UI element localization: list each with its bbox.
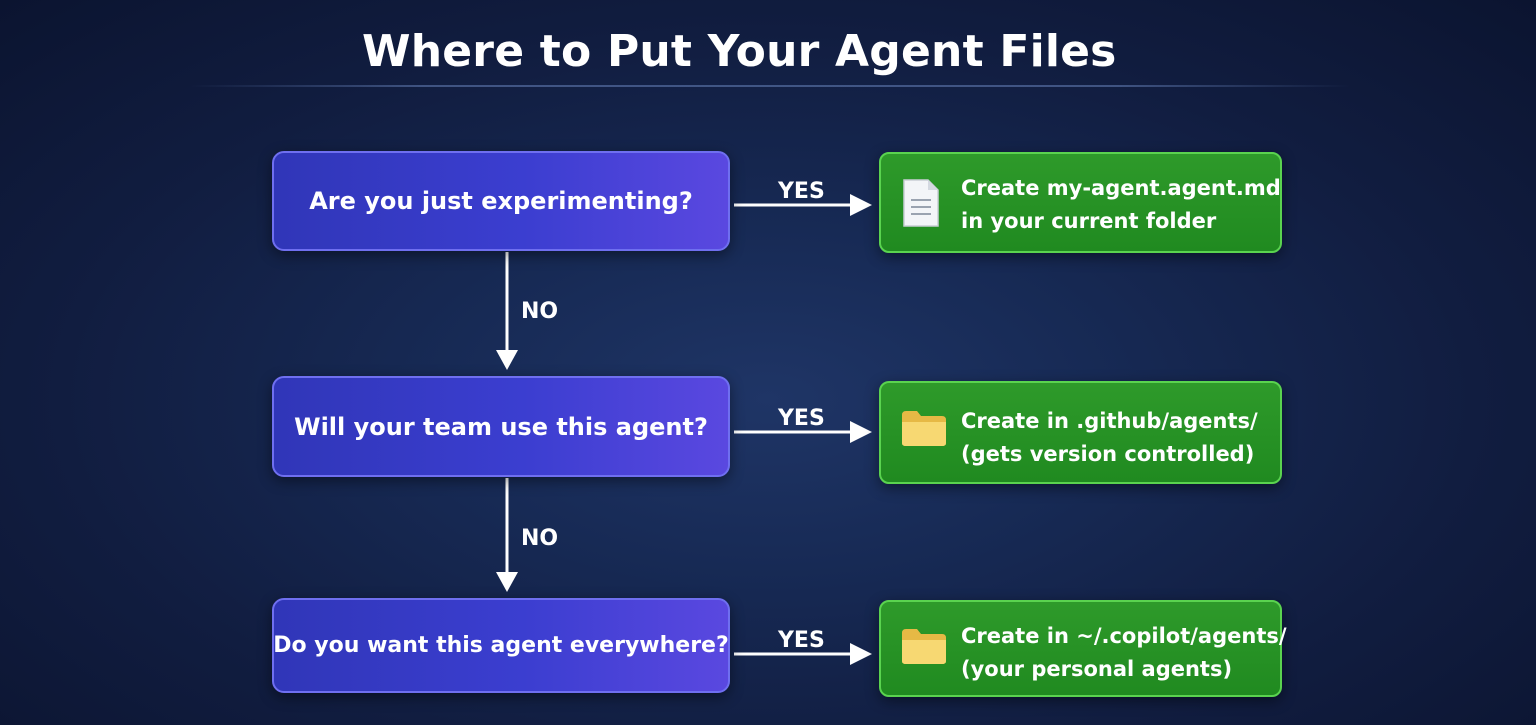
yes-arrow-2: [734, 421, 872, 443]
result-box-current-folder: Create my-agent.agent.md in your current…: [879, 152, 1282, 253]
page-title: Where to Put Your Agent Files: [362, 26, 1117, 77]
result-line-1: Create my-agent.agent.md: [961, 176, 1281, 200]
result-box-github-agents: Create in .github/agents/ (gets version …: [879, 381, 1282, 484]
yes-arrow-3: [734, 643, 872, 665]
question-box-experimenting: Are you just experimenting?: [272, 151, 730, 251]
folder-icon: [901, 409, 947, 451]
result-box-copilot-agents: Create in ~/.copilot/agents/ (your perso…: [879, 600, 1287, 697]
question-text: Do you want this agent everywhere?: [273, 633, 729, 658]
yes-arrow-1: [734, 194, 872, 216]
yes-label: YES: [778, 628, 825, 653]
yes-label: YES: [778, 406, 825, 431]
question-box-everywhere: Do you want this agent everywhere?: [272, 598, 730, 693]
result-line-2: (gets version controlled): [961, 442, 1255, 466]
result-line-1: Create in ~/.copilot/agents/: [961, 624, 1287, 648]
question-box-team: Will your team use this agent?: [272, 376, 730, 477]
result-line-1: Create in .github/agents/: [961, 409, 1258, 433]
question-text: Are you just experimenting?: [309, 187, 693, 215]
result-line-2: in your current folder: [961, 209, 1217, 233]
question-text: Will your team use this agent?: [294, 412, 708, 441]
no-label: NO: [521, 526, 559, 551]
no-arrow-1: [496, 252, 518, 370]
no-arrow-2: [496, 478, 518, 592]
title-divider: [190, 85, 1350, 87]
yes-label: YES: [778, 179, 825, 204]
no-label: NO: [521, 299, 559, 324]
result-line-2: (your personal agents): [961, 657, 1233, 681]
document-icon: [901, 178, 941, 232]
folder-icon: [901, 627, 947, 669]
